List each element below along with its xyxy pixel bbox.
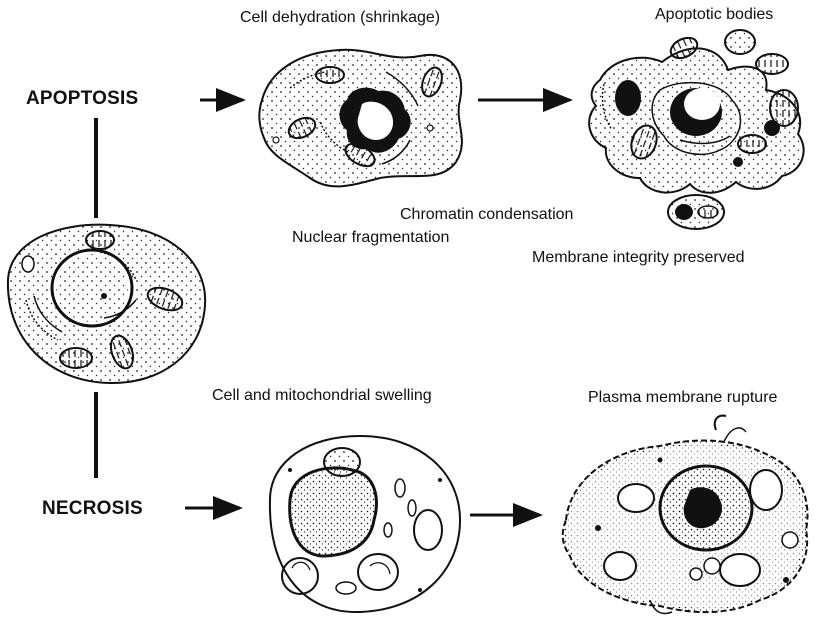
necrosis-label: NECROSIS	[42, 498, 143, 519]
apoptotic-bodies	[588, 29, 805, 230]
cell-swelling-label: Cell and mitochondrial swelling	[212, 387, 432, 404]
apoptosis-label: APOPTOSIS	[26, 88, 139, 109]
swelling-cell	[268, 434, 462, 614]
nuclear-fragmentation-label: Nuclear fragmentation	[292, 229, 450, 246]
chromatin-condensation-label: Chromatin condensation	[400, 206, 574, 223]
membrane-integrity-label: Membrane integrity preserved	[532, 249, 745, 266]
shrinking-cell	[258, 48, 463, 188]
cell-dehydration-label: Cell dehydration (shrinkage)	[240, 9, 441, 26]
membrane-rupture-label: Plasma membrane rupture	[588, 389, 778, 406]
apoptotic-bodies-label: Apoptotic bodies	[655, 6, 774, 23]
ruptured-cell	[561, 414, 809, 615]
normal-cell	[6, 223, 207, 385]
